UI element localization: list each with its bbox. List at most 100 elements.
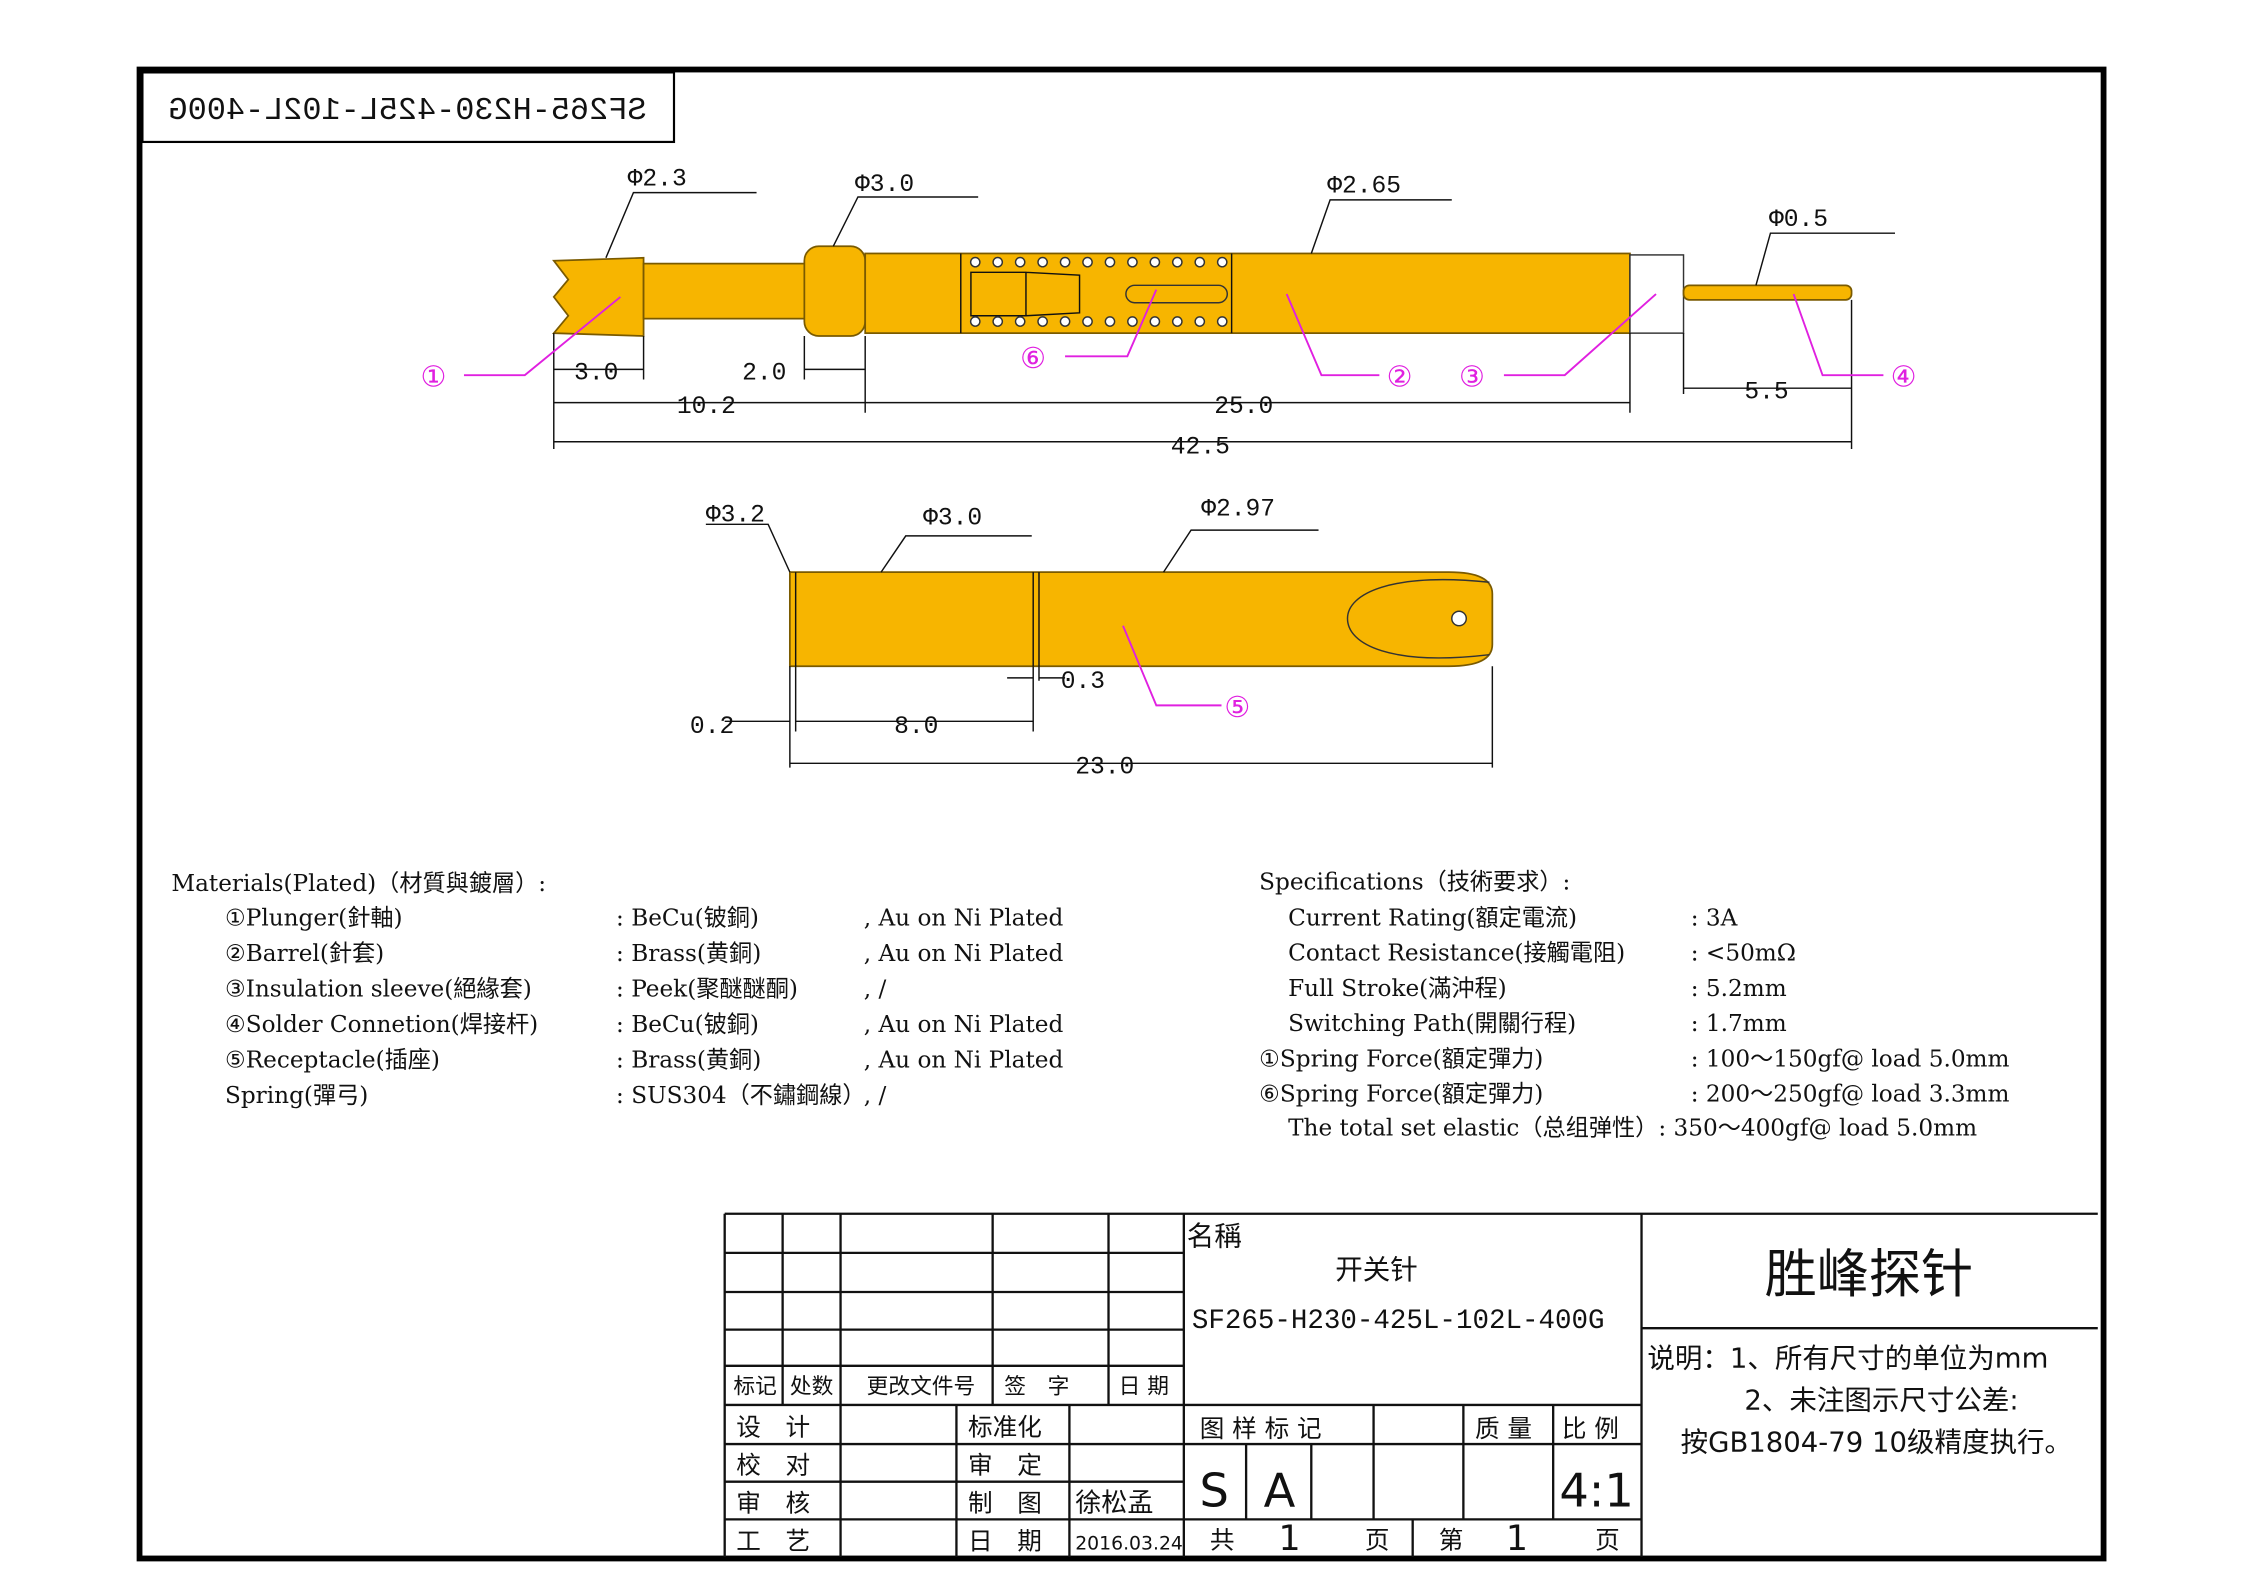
spring-coil: [1037, 256, 1048, 268]
mirrored-title-box: [141, 71, 676, 144]
rev-header-doc: 更改文件号: [867, 1374, 976, 1399]
callout-2: ②: [1387, 360, 1413, 394]
spec-total: The total set elastic（总组弹性）: 350～400gf@ …: [1288, 1115, 1977, 1142]
spring-coil: [1216, 256, 1228, 268]
spring-coil: [1127, 256, 1138, 268]
plunger-crown: [551, 256, 645, 337]
scale-label: 比 例: [1562, 1414, 1619, 1443]
total-pages-label: 共: [1210, 1525, 1235, 1554]
rev-header-date: 日 期: [1119, 1374, 1169, 1399]
weight-label: 质 量: [1475, 1414, 1532, 1443]
spec-value: : 200～250gf@ load 3.3mm: [1691, 1081, 2010, 1108]
mirrored-part-number: SF265-H230-425L-102L-400G: [169, 92, 647, 129]
spec-value: : <50mΩ: [1691, 940, 1796, 967]
materials-heading: Materials(Plated)（材質與鍍層）:: [171, 870, 546, 897]
material-part: Spring(彈弓): [225, 1082, 368, 1109]
material-part: ④Solder Connetion(焊接杆): [225, 1011, 538, 1038]
material-plating: , Au on Ni Plated: [864, 1011, 1064, 1038]
sign-label-2: 日 期: [968, 1527, 1042, 1556]
sign-label: 工 艺: [736, 1527, 810, 1556]
dia-collar: Φ3.0: [855, 172, 914, 199]
spring-coil: [1104, 256, 1116, 268]
spring-coil: [1149, 316, 1161, 327]
spring-coil: [1194, 316, 1206, 327]
spring-coil: [1014, 256, 1026, 268]
spec-name: ①Spring Force(額定彈力): [1259, 1045, 1543, 1072]
dia-receptacle-tip: Φ2.97: [1201, 497, 1275, 524]
spring-coil: [1171, 256, 1183, 268]
spec-name: Switching Path(開關行程): [1288, 1010, 1576, 1037]
sheet-border: [136, 66, 2107, 1562]
plunger-collar: [803, 245, 867, 337]
spring-coil: [1082, 316, 1093, 327]
dia-solder-pin: Φ0.5: [1769, 207, 1828, 234]
marks-label: 图 样 标 记: [1200, 1414, 1322, 1443]
material-type: : BeCu(铍銅): [616, 905, 759, 932]
drawing-part-number: SF265-H230-425L-102L-400G: [1192, 1306, 1605, 1337]
spring-coil: [1149, 256, 1161, 268]
dim-front: 8.0: [894, 714, 938, 741]
dia-plunger-tip: Φ2.3: [628, 166, 687, 193]
mark-s: S: [1200, 1463, 1229, 1517]
rev-header-mark: 标记: [733, 1374, 776, 1399]
switch-pin: [1125, 284, 1229, 304]
name-label: 名稱: [1187, 1221, 1242, 1253]
spring-coil: [1104, 316, 1116, 327]
spring-coil: [1216, 316, 1228, 327]
material-plating: , Au on Ni Plated: [864, 905, 1064, 932]
callout-5: ⑤: [1224, 690, 1250, 724]
rev-header-sign: 签 字: [1004, 1374, 1069, 1399]
dim-receptacle-total: 23.0: [1075, 754, 1134, 781]
material-part: ⑤Receptacle(插座): [225, 1046, 440, 1073]
mark-a: A: [1264, 1463, 1296, 1517]
rev-header-count: 处数: [790, 1374, 834, 1399]
material-type: : Brass(黄銅): [616, 1046, 761, 1073]
sign-label: 审 核: [736, 1489, 810, 1518]
specs-heading: Specifications（技術要求）:: [1259, 868, 1570, 895]
callout-6: ⑥: [1020, 341, 1046, 375]
spring-coil: [1194, 256, 1206, 268]
spring-coil: [992, 256, 1004, 268]
sign-label-2: 审 定: [968, 1450, 1042, 1479]
title-block: 标记 处数 更改文件号 签 字 日 期 设 计标准化校 对审 定审 核制 图徐松…: [723, 1212, 2098, 1559]
receptacle: [788, 571, 1494, 668]
dia-receptacle-body: Φ3.0: [923, 505, 982, 532]
material-plating: , Au on Ni Plated: [864, 1046, 1064, 1073]
spec-value: : 3A: [1691, 905, 1738, 932]
insulation-sleeve: [1629, 254, 1685, 334]
materials-section: Materials(Plated)（材質與鍍層）: ①Plunger(針軸) : …: [171, 870, 1063, 1109]
material-part: ①Plunger(針軸): [225, 905, 403, 932]
spring-coil: [969, 256, 981, 268]
spec-name: Contact Resistance(接觸電阻): [1288, 940, 1625, 967]
dim-total: 42.5: [1171, 434, 1230, 461]
sign-label: 校 对: [736, 1450, 810, 1479]
note-1: 说明：1、所有尺寸的单位为mm: [1647, 1342, 2048, 1374]
callout-1: ①: [421, 360, 447, 394]
spring-coil: [1059, 316, 1071, 327]
product-name: 开关针: [1335, 1254, 1418, 1286]
scale-value: 4:1: [1559, 1463, 1634, 1517]
solder-pin: [1682, 284, 1853, 301]
material-type: : BeCu(铍銅): [616, 1011, 759, 1038]
material-plating: , /: [864, 976, 887, 1003]
sign-value-2: 2016.03.24: [1075, 1534, 1183, 1555]
spec-name: Current Rating(額定電流): [1288, 905, 1577, 932]
spec-value: : 100～150gf@ load 5.0mm: [1691, 1045, 2010, 1072]
dim-ring: 0.3: [1061, 669, 1105, 696]
sheet-number: 1: [1506, 1519, 1528, 1559]
page-unit: 页: [1365, 1525, 1390, 1554]
dim-plunger: 10.2: [677, 394, 736, 421]
specifications-section: Specifications（技術要求）: Current Rating(額定電…: [1259, 868, 2009, 1141]
material-part: ③Insulation sleeve(絕緣套): [225, 976, 532, 1003]
spring-region: [960, 253, 1233, 334]
dia-receptacle-flange: Φ3.2: [706, 502, 765, 529]
note-3: 按GB1804-79 10级精度执行。: [1681, 1426, 2072, 1458]
plunger-shaft: [642, 262, 807, 320]
callout-3: ③: [1459, 360, 1485, 394]
receptacle-hole: [1451, 610, 1467, 627]
dim-crown: 3.0: [574, 360, 618, 387]
plunger-assembly: [551, 245, 1853, 337]
spring-coil: [1037, 316, 1048, 327]
material-plating: , /: [864, 1082, 887, 1109]
spring-coil: [969, 316, 981, 327]
